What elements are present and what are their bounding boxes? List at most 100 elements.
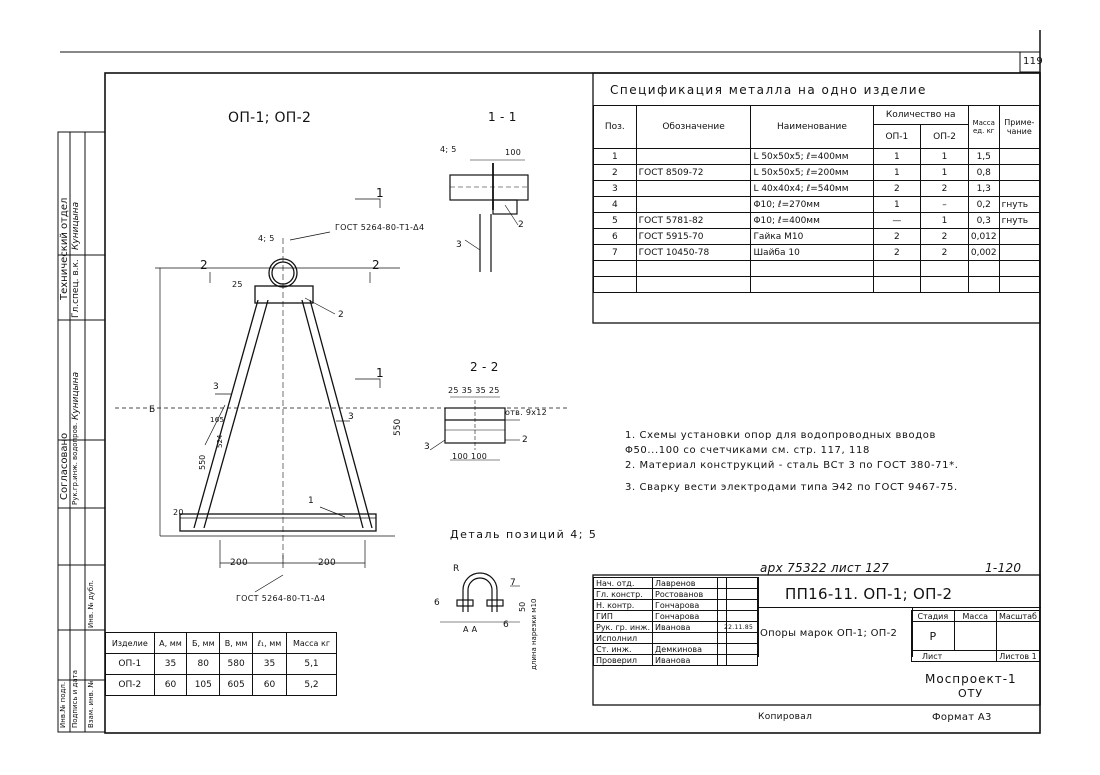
side-agreed: Согласовано	[59, 432, 70, 500]
spec-head-name: Наименование	[750, 105, 874, 149]
note-3: 3. Сварку вести электродами типа Э42 по …	[625, 482, 958, 493]
signature-sign	[717, 599, 727, 611]
spec-cell-op1: 1	[872, 148, 922, 165]
page-number: 119	[1023, 56, 1043, 67]
spec-cell-note	[998, 180, 1041, 197]
spec-row	[593, 276, 1041, 293]
spec-cell-name: Гайка М10	[750, 228, 874, 245]
stage-table: Стадия Масса Масштаб Р Лист Листов 1	[911, 610, 1041, 662]
spec-cell-pos: 3	[593, 180, 637, 197]
spec-cell-op1: 1	[872, 196, 922, 213]
copied-label: Копировал	[758, 712, 813, 722]
side-sign-date: Подпись и дата	[71, 670, 79, 728]
spec-head-mass: Масса ед. кг	[967, 105, 1000, 149]
signature-date	[726, 643, 758, 655]
dims-cell: 105	[186, 674, 221, 696]
scale-label: Масштаб	[995, 610, 1041, 622]
spec-cell-op1: 1	[872, 164, 922, 181]
detail-6b: 6	[503, 620, 510, 630]
side-name-1: Куницына	[71, 201, 81, 250]
spec-cell-note	[998, 260, 1041, 277]
spec-cell-des	[635, 196, 752, 213]
weld-note-top: ГОСТ 5264-80-Т1-Δ4	[335, 223, 425, 232]
dims-cell: 605	[219, 674, 253, 696]
signature-role: Ст. инж.	[592, 643, 654, 655]
spec-head-qty: Количество на	[872, 105, 969, 125]
spec-cell-op2: 1	[920, 212, 969, 229]
spec-cell-des: ГОСТ 8509-72	[635, 164, 752, 181]
dim-524: 524	[216, 434, 224, 448]
side-inv-dup: Взам. инв. №	[87, 680, 95, 728]
hole-label: отв. 9х12	[505, 408, 548, 417]
spec-cell-name: L 50x50x5; ℓ=200мм	[750, 164, 874, 181]
spec-cell-mass: 0,012	[967, 228, 1000, 245]
signature-row: Н. контр.Гончарова	[592, 599, 758, 611]
dims-cell: ОП-2	[105, 674, 155, 696]
spec-cell-op1: 2	[872, 228, 922, 245]
signature-sign	[717, 632, 727, 644]
spec-cell-mass	[967, 276, 1000, 293]
signature-name	[652, 632, 719, 644]
signature-name: Ростованов	[652, 588, 719, 600]
signature-name: Гончарова	[652, 610, 719, 622]
signature-role: Проверил	[592, 654, 654, 666]
signature-row: Ст. инж.Демкинова	[592, 643, 758, 655]
spec-cell-mass	[967, 260, 1000, 277]
title-date: 22.11.85	[724, 624, 754, 631]
spec-head-note: Приме- чание	[998, 105, 1041, 149]
spec-cell-note: гнуть	[998, 196, 1041, 213]
signature-sign	[717, 588, 727, 600]
dim-200a: 200	[230, 558, 249, 568]
spec-cell-pos: 6	[593, 228, 637, 245]
sheets-label: Листов 1	[995, 650, 1041, 662]
side-name-2: Куницына	[71, 371, 81, 420]
detail-a: A A	[463, 625, 478, 634]
weld-note-bottom: ГОСТ 5264-80-Т1-Δ4	[236, 594, 326, 603]
spec-cell-des: ГОСТ 5781-82	[635, 212, 752, 229]
signature-role: Нач. отд.	[592, 577, 654, 589]
signature-role: ГИП	[592, 610, 654, 622]
signature-name: Иванова	[652, 654, 719, 666]
signature-role: Н. контр.	[592, 599, 654, 611]
spec-cell-pos	[593, 276, 637, 293]
side-head-label: Гл.спец. в.к.	[71, 259, 81, 318]
spec-cell-op2: 1	[920, 164, 969, 181]
dim-550b: 550	[393, 418, 403, 436]
dim-200b: 200	[318, 558, 337, 568]
pos-1-label: 1	[308, 496, 315, 506]
spec-head-op1: ОП-1	[872, 124, 922, 149]
drawing-description: Опоры марок ОП-1; ОП-2	[760, 628, 898, 639]
detail-r: R	[453, 564, 460, 574]
signature-date	[726, 632, 758, 644]
spec-cell-note	[998, 244, 1041, 261]
section-2-2-title: 2 - 2	[470, 360, 499, 374]
signature-role: Рук. гр. инж.	[592, 621, 654, 633]
dim-100-100: 100 100	[452, 452, 488, 461]
spec-cell-op2	[920, 276, 969, 293]
signature-name: Иванова	[652, 621, 719, 633]
spec-cell-mass: 1,5	[967, 148, 1000, 165]
spec-head-op2: ОП-2	[920, 124, 969, 149]
dim-165: 165	[210, 416, 225, 424]
note-1b: Φ50...100 со счетчиками см. стр. 117, 11…	[625, 445, 870, 456]
spec-cell-pos: 7	[593, 244, 637, 261]
dims-cell: 60	[153, 674, 188, 696]
cut-1-bottom: 1	[376, 366, 384, 380]
drawing-code: ПП16-11. ОП-1; ОП-2	[785, 585, 953, 603]
signature-sign	[717, 654, 727, 666]
signature-sign	[717, 577, 727, 589]
signature-name: Гончарова	[652, 599, 719, 611]
signature-row: Исполнил	[592, 632, 758, 644]
spec-cell-op2: 2	[920, 228, 969, 245]
signature-date	[726, 654, 758, 666]
dim-100: 100	[505, 148, 522, 157]
